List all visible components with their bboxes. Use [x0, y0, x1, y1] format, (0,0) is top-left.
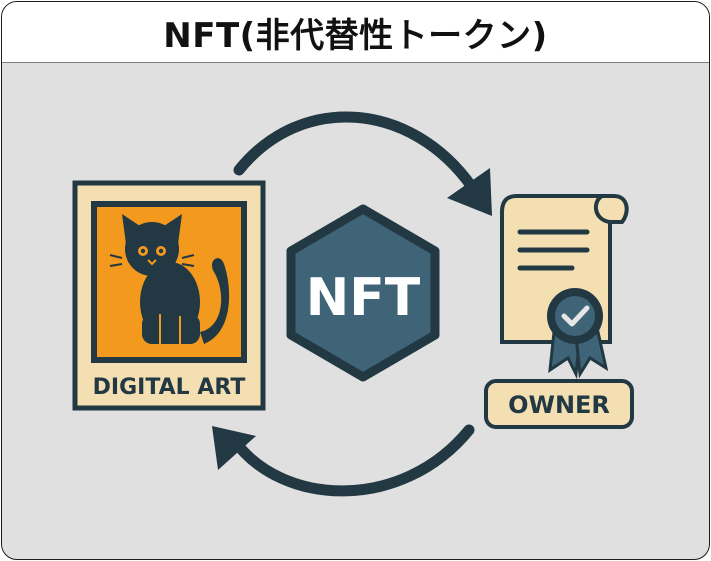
- nft-label: NFT: [306, 268, 421, 328]
- checkmark-badge-icon: [547, 288, 609, 380]
- page-title: NFT(非代替性トークン): [163, 15, 548, 56]
- digital-art-label: DIGITAL ART: [93, 375, 246, 400]
- owner-badge: OWNER: [484, 379, 634, 429]
- owner-label: OWNER: [508, 391, 610, 419]
- cat-icon: [109, 214, 230, 344]
- arrow-to-artwork-icon: [212, 424, 475, 497]
- nft-hexagon-icon: NFT: [286, 204, 440, 382]
- arrow-to-owner-icon: [233, 111, 492, 216]
- certificate-icon: [500, 194, 629, 380]
- title-bar: NFT(非代替性トークン): [2, 2, 709, 63]
- digital-art-card: DIGITAL ART: [72, 180, 266, 411]
